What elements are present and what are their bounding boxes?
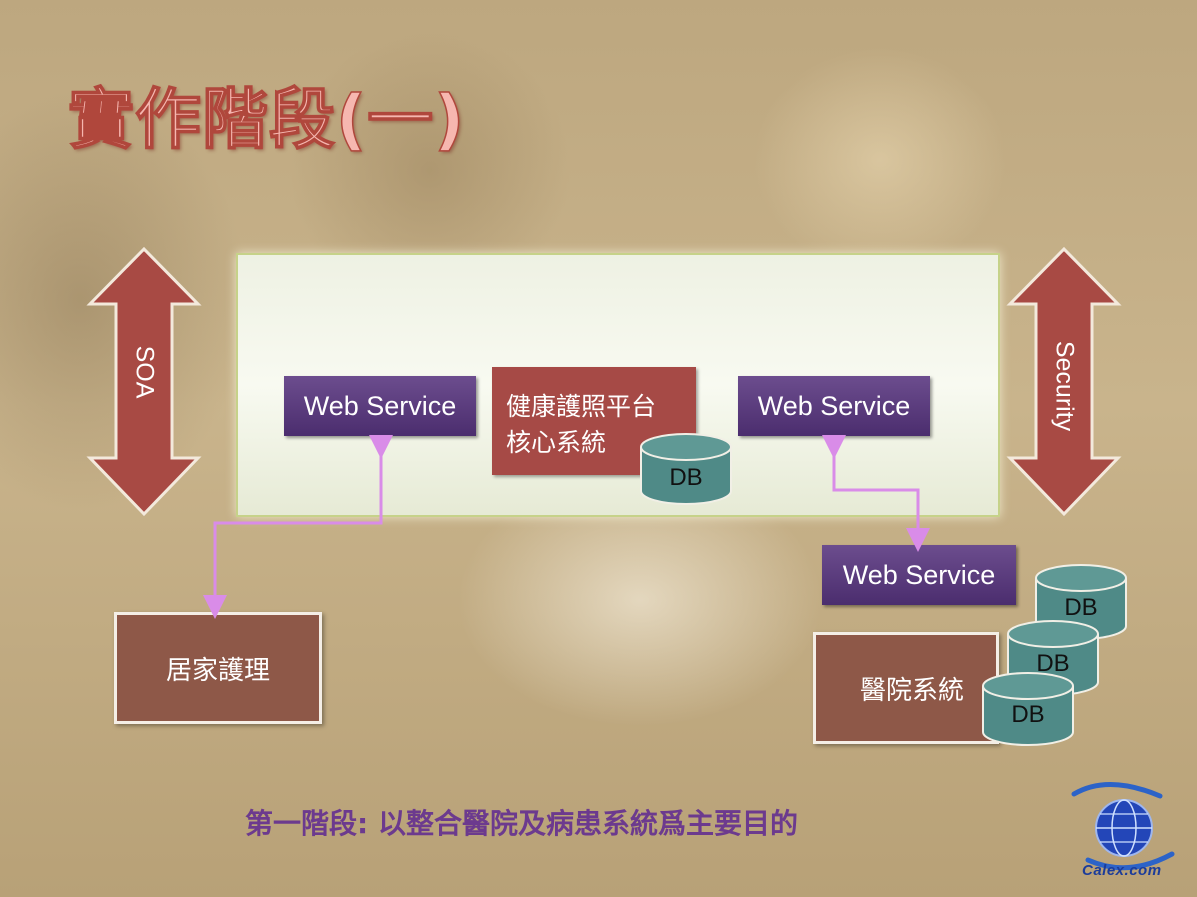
calex-logo-text: Calex.com <box>1082 862 1162 879</box>
web-service-hospital-label: Web Service <box>842 559 996 590</box>
home-care-box: 居家護理 <box>114 612 322 724</box>
web-service-left-label: Web Service <box>303 390 457 421</box>
connector-hospital <box>822 435 930 552</box>
home-care-label: 居家護理 <box>165 655 270 686</box>
stage-caption: 第一階段: 以整合醫院及病患系統爲主要目的 <box>245 807 798 840</box>
db-core-cylinder <box>640 433 732 505</box>
core-system-line1: 健康護照平台 <box>506 392 657 421</box>
db-core-label: DB <box>669 464 703 491</box>
db-hospital-3-cylinder <box>982 672 1074 746</box>
web-service-hospital: Web Service <box>822 545 1016 605</box>
core-system-line2: 核心系統 <box>506 428 607 457</box>
page-title: 實作階段(一) <box>67 80 466 159</box>
db-hospital-3-label: DB <box>1011 701 1045 728</box>
connector-home-care <box>203 435 393 619</box>
calex-globe-logo <box>1071 782 1175 871</box>
hospital-system-box: 醫院系統 <box>813 632 999 744</box>
web-service-right: Web Service <box>738 376 930 436</box>
web-service-left: Web Service <box>284 376 476 436</box>
hospital-system-label: 醫院系統 <box>860 675 965 706</box>
db-hospital-2-label: DB <box>1036 650 1070 677</box>
db-hospital-1-label: DB <box>1064 594 1098 621</box>
web-service-right-label: Web Service <box>757 390 911 421</box>
